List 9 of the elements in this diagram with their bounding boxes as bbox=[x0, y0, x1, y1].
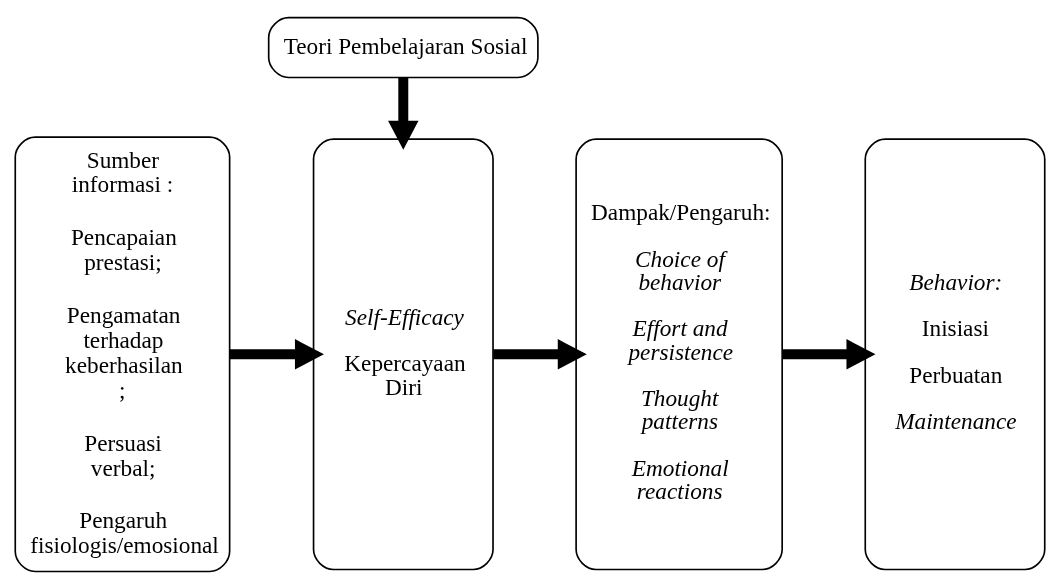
arrow bbox=[229, 338, 324, 370]
arrow bbox=[782, 338, 876, 370]
node-box: Dampak/Pengaruh: Choice of behavior Effort and persistence Thought patterns Emotional reactions bbox=[575, 137, 783, 570]
node-box: Sumber informasi : Pencapaian prestasi; Pengamatan terhadap keberhasilan ; Persuasi verbal; Pengaruh fisiologis/emosional bbox=[14, 135, 231, 572]
arrow bbox=[493, 338, 587, 370]
node-box: Teori Pembelajaran Sosial bbox=[267, 16, 539, 78]
node-box: Behavior: Inisiasi Perbuatan Maintenance bbox=[864, 137, 1046, 570]
node-box: Self-Efficacy Kepercayaan Diri bbox=[312, 137, 494, 570]
arrow bbox=[388, 77, 419, 150]
